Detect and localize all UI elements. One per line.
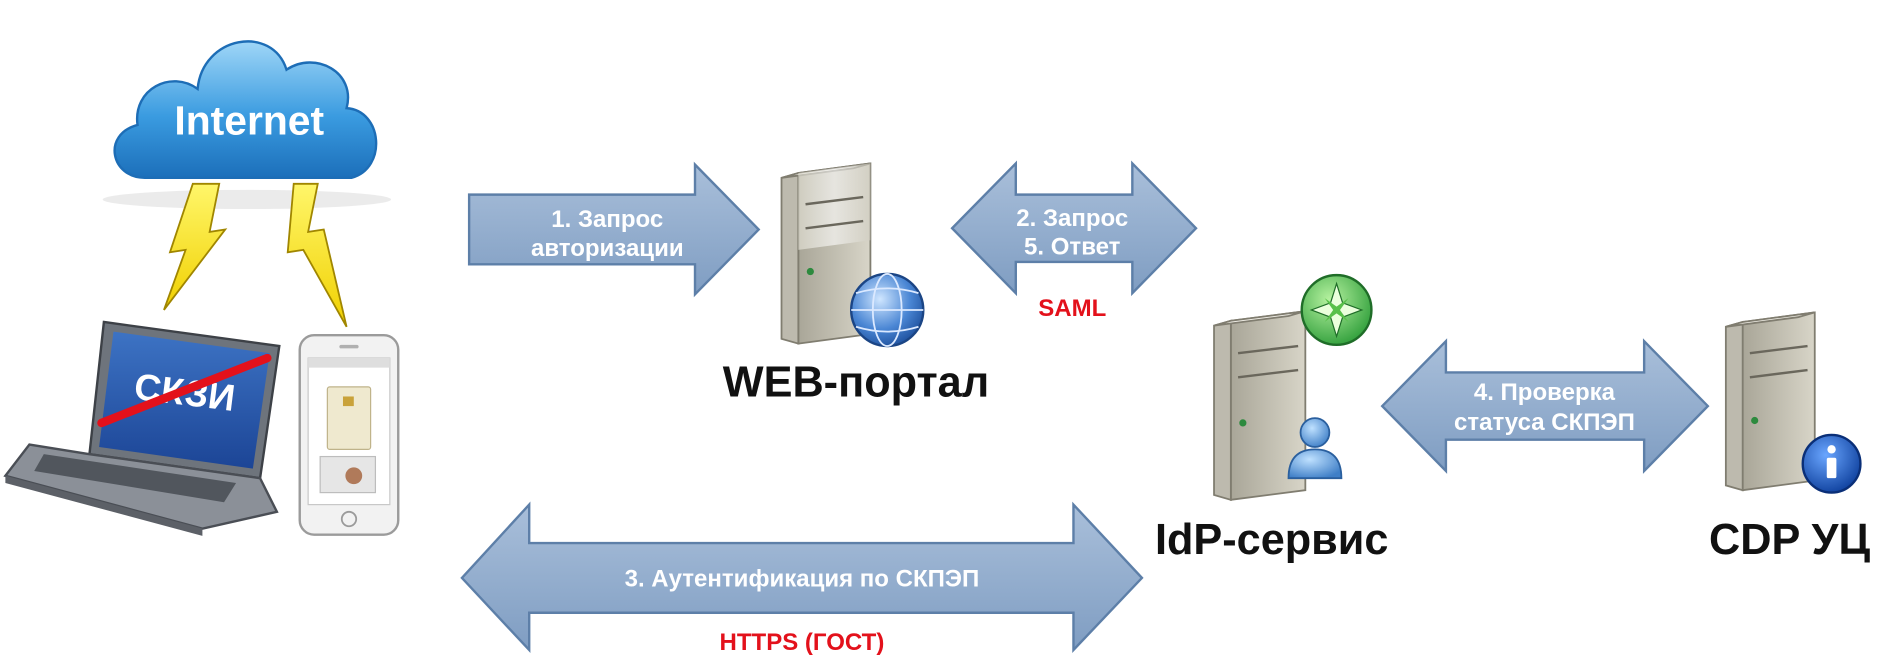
saml-exchange-arrow: [950, 160, 1198, 297]
strike-line: [97, 353, 272, 428]
cdp-ca-label: CDP УЦ: [1709, 516, 1870, 564]
laptop-icon: [3, 320, 281, 536]
smartphone-icon: [298, 334, 400, 536]
web-portal-label: WEB-портал: [723, 358, 989, 406]
lightning-icon: [286, 182, 348, 328]
status-check-line1: 4. Проверка: [1474, 379, 1616, 406]
server-icon: [1213, 310, 1307, 501]
authentication-protocol-label: HTTPS (ГОСТ): [720, 629, 885, 656]
info-icon: [1801, 433, 1862, 494]
saml-protocol-label: SAML: [1038, 295, 1106, 322]
status-check-arrow: [1380, 338, 1710, 474]
idp-service-label: IdP-сервис: [1155, 516, 1388, 564]
user-icon: [1287, 417, 1343, 480]
server-icon: [1724, 311, 1816, 492]
saml-line1: 2. Запрос: [1016, 205, 1128, 232]
authentication-arrow: [460, 501, 1144, 654]
cloud-icon: [102, 40, 392, 210]
saml-line2: 5. Ответ: [1024, 234, 1121, 261]
auth-request-line1: 1. Запрос: [551, 206, 663, 233]
globe-icon: [849, 272, 925, 348]
auth-request-line2: авторизации: [531, 235, 684, 262]
cloud-label: Internet: [174, 98, 324, 144]
auth-request-arrow: [467, 161, 761, 298]
authentication-line1: 3. Аутентификация по СКПЭП: [625, 565, 980, 592]
lightning-icon: [163, 182, 228, 311]
star-badge-icon: [1300, 273, 1373, 347]
status-check-line2: статуса СКПЭП: [1454, 409, 1635, 436]
